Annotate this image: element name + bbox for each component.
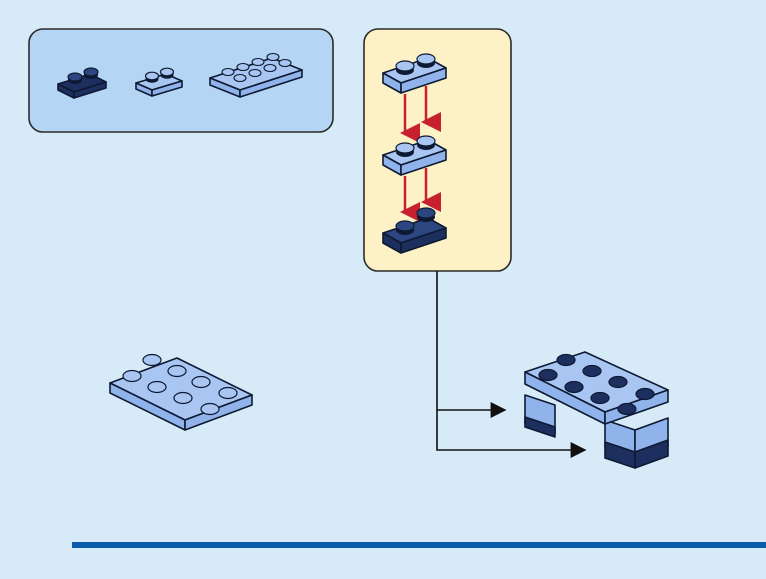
connector-line — [437, 271, 505, 410]
connector-line — [437, 410, 585, 450]
page-accent-bar — [72, 542, 766, 548]
base-plate-2x4 — [110, 355, 252, 431]
